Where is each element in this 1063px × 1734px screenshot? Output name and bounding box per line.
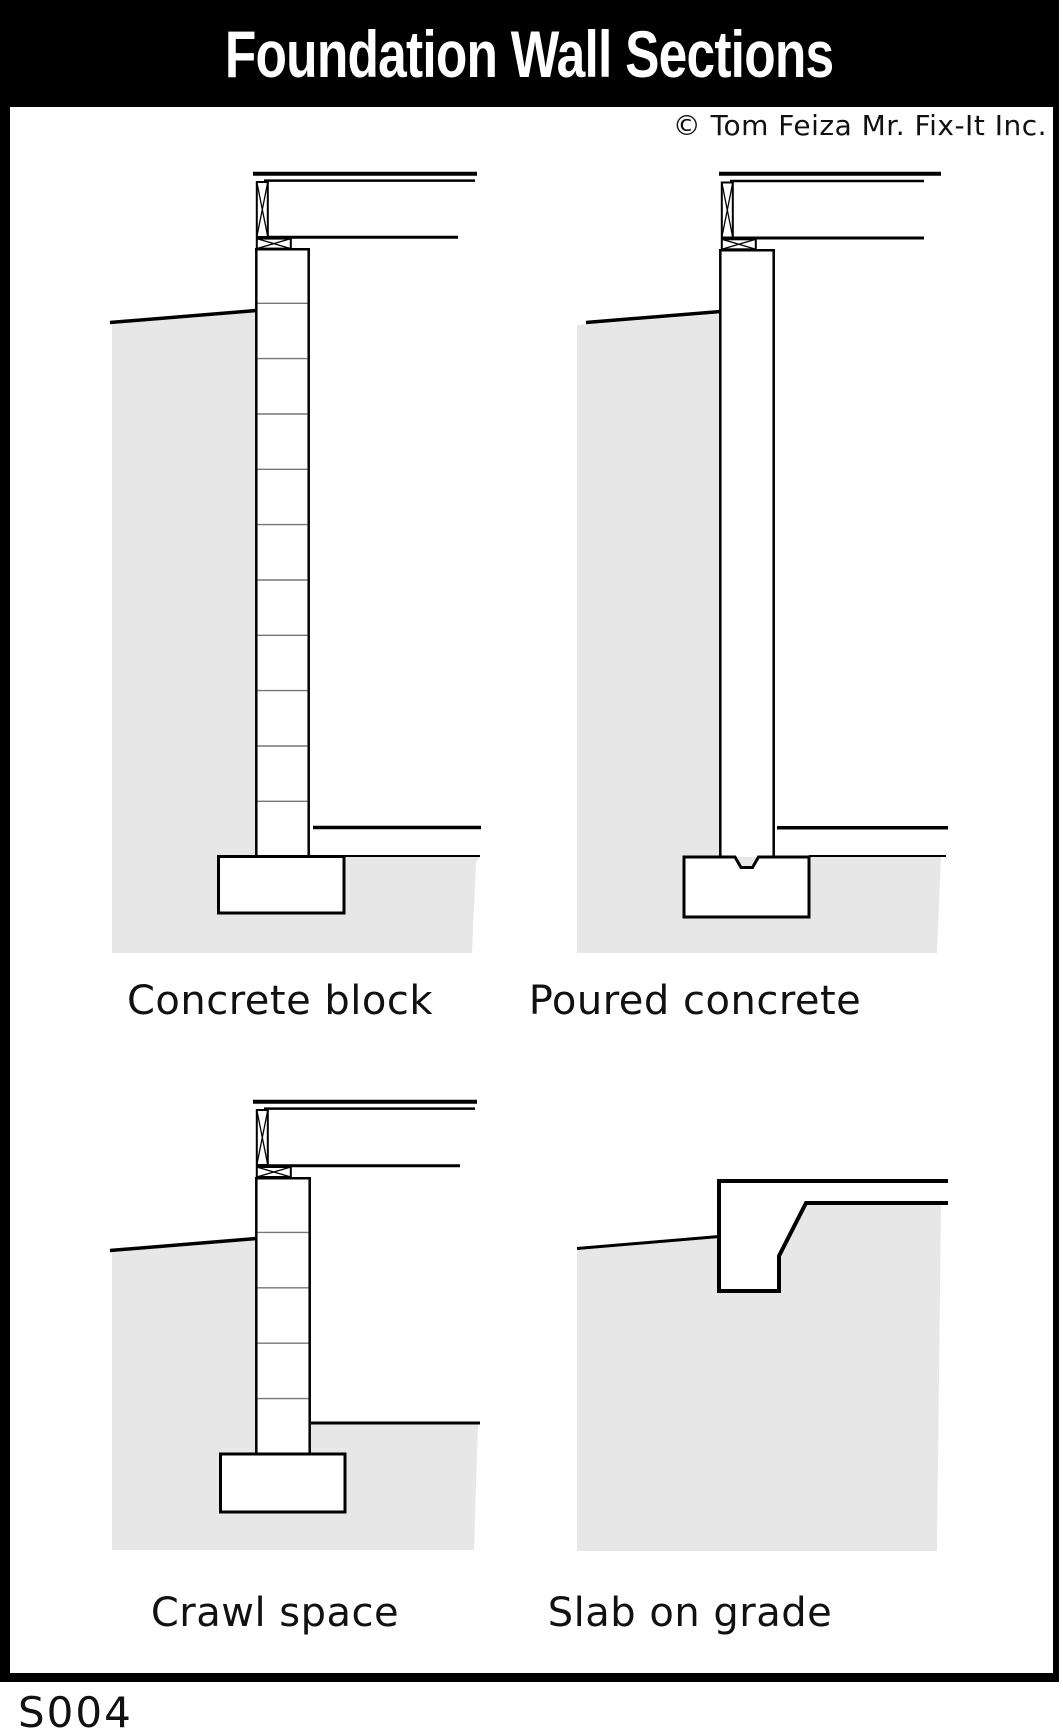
block-wall (255, 1177, 311, 1454)
title-bar: Foundation Wall Sections (0, 0, 1059, 107)
sheet-code: S004 (18, 1688, 133, 1734)
grade-line (576, 1235, 720, 1250)
label-poured-concrete: Poured concrete (528, 978, 862, 1024)
soil-fill (112, 310, 480, 953)
block-joints (257, 302, 308, 802)
grade-line (109, 1236, 257, 1253)
block-wall (255, 248, 310, 856)
poured-wall (719, 249, 775, 857)
diagram-concrete-block (109, 171, 481, 953)
label-crawl-space: Crawl space (150, 1590, 400, 1636)
label-concrete-block: Concrete block (126, 978, 434, 1024)
page-title: Foundation Wall Sections (225, 16, 834, 91)
grade-line (109, 308, 257, 325)
copyright-text: © Tom Feiza Mr. Fix-It Inc. (672, 109, 1047, 142)
block-joints (257, 1231, 309, 1400)
footing-with-keyway (682, 855, 811, 919)
grade-line (585, 309, 722, 325)
label-slab-on-grade: Slab on grade (547, 1590, 833, 1636)
soil-fill (112, 1238, 478, 1550)
diagram-slab-on-grade (576, 1179, 948, 1551)
soil-fill (577, 1204, 941, 1551)
diagram-crawl-space (109, 1099, 480, 1550)
footing (217, 855, 346, 915)
slab-edge-outline (717, 1179, 948, 1293)
slab (719, 1181, 948, 1291)
footing (219, 1452, 347, 1514)
diagram-poured-concrete (577, 171, 948, 953)
